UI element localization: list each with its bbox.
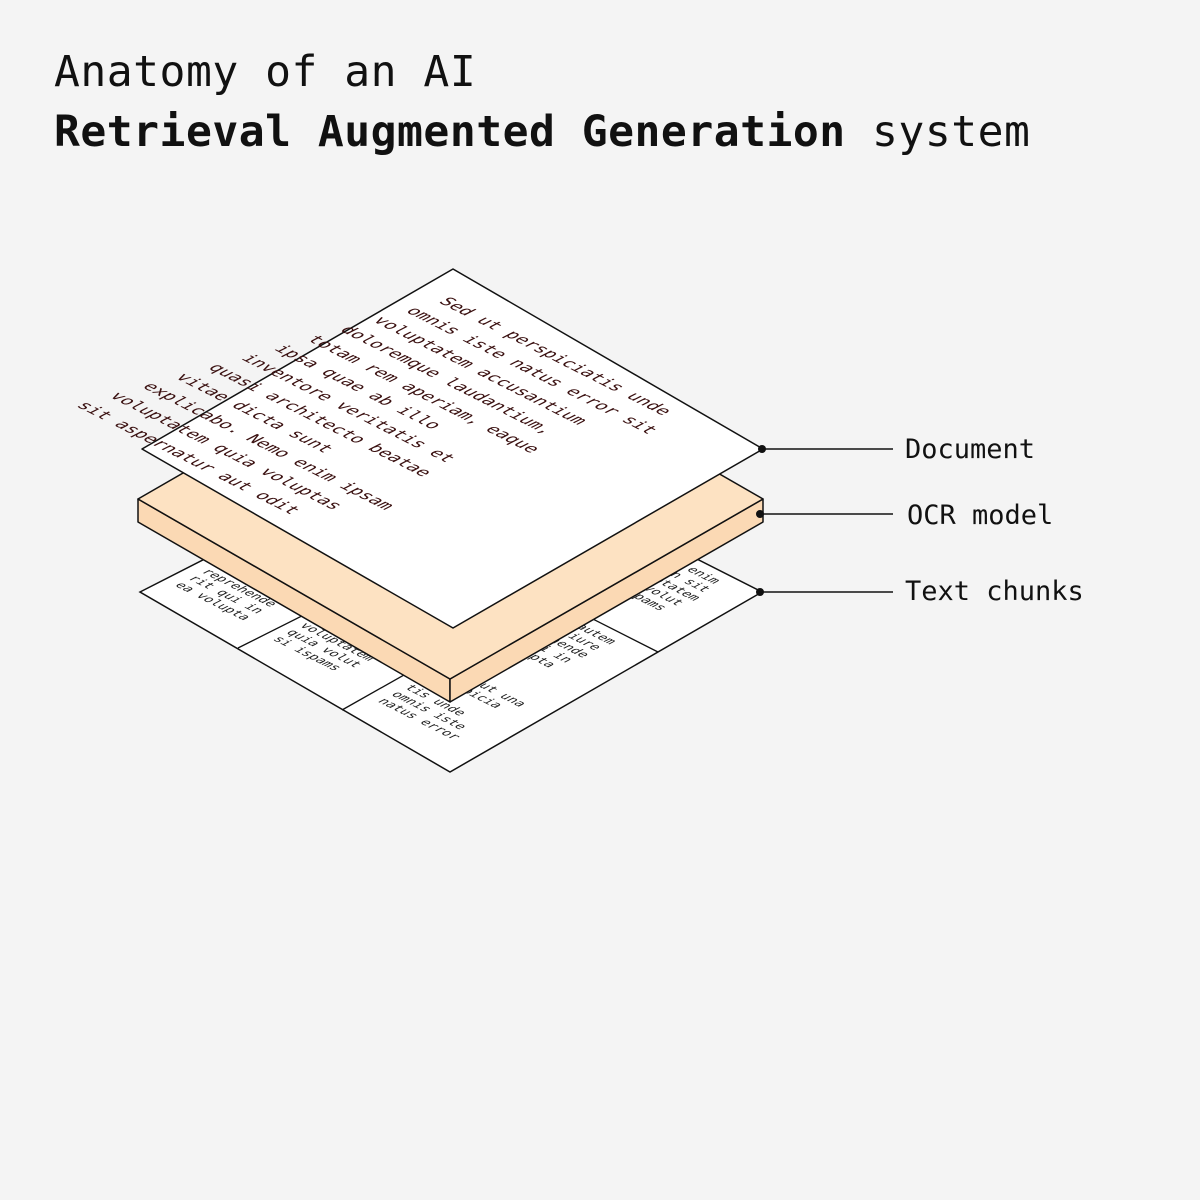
callout-ocr: OCR model <box>756 500 1053 531</box>
title-line-2: Retrieval Augmented Generation system <box>54 102 1030 162</box>
page-title: Anatomy of an AI Retrieval Augmented Gen… <box>54 42 1030 162</box>
callout-document: Document <box>758 434 1035 465</box>
label-text-chunks: Text chunks <box>905 576 1084 607</box>
title-bold-part: Retrieval Augmented Generation <box>54 107 846 157</box>
label-document: Document <box>905 434 1035 465</box>
title-line-1: Anatomy of an AI <box>54 47 477 97</box>
title-rest-part: system <box>845 107 1031 157</box>
label-ocr-model: OCR model <box>907 500 1053 531</box>
callout-text-chunks: Text chunks <box>756 576 1084 607</box>
